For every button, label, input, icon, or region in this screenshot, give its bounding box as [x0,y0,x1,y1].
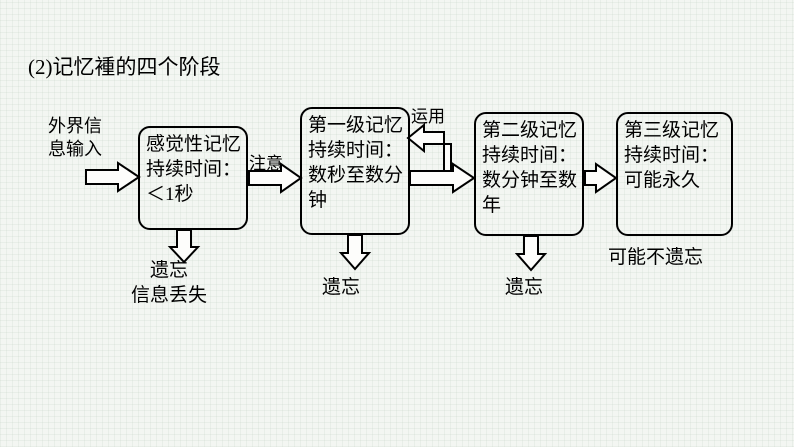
node-second-level-memory[interactable]: 第二级记忆持续时间：数分钟至数年 [474,112,584,236]
arrow-use-feedback-to-level1 [406,122,452,172]
output-label-forget-level2: 遗忘 [505,277,544,298]
edge-label-use: 运用 [411,107,445,126]
output-label-permanent: 可能不遗忘 [608,247,704,268]
edge-label-attention: 注意 [249,154,283,173]
page-title-text: (2)记忆褈的四个阶段 [28,55,221,79]
output-label-forget-sensory: 遗忘 信息丢失 [131,260,208,306]
arrow-input-to-sensory [85,161,141,193]
arrow-level2-to-level3 [584,162,618,194]
arrow-level1-to-level2 [409,162,476,194]
arrow-level1-to-forget [338,234,372,271]
output-label-forget-level1: 遗忘 [322,277,361,298]
node-first-level-memory[interactable]: 第一级记忆持续时间：数秒至数分钟 [300,107,410,235]
arrow-level2-to-forget [514,235,548,272]
node-third-level-memory[interactable]: 第三级记忆持续时间：可能永久 [616,112,733,236]
page-title: (2)记忆褈的四个阶段 [28,54,221,80]
input-label: 外界信 息输入 [48,116,102,159]
node-sensory-memory[interactable]: 感觉性记忆持续时间：＜1秒 [138,126,248,230]
